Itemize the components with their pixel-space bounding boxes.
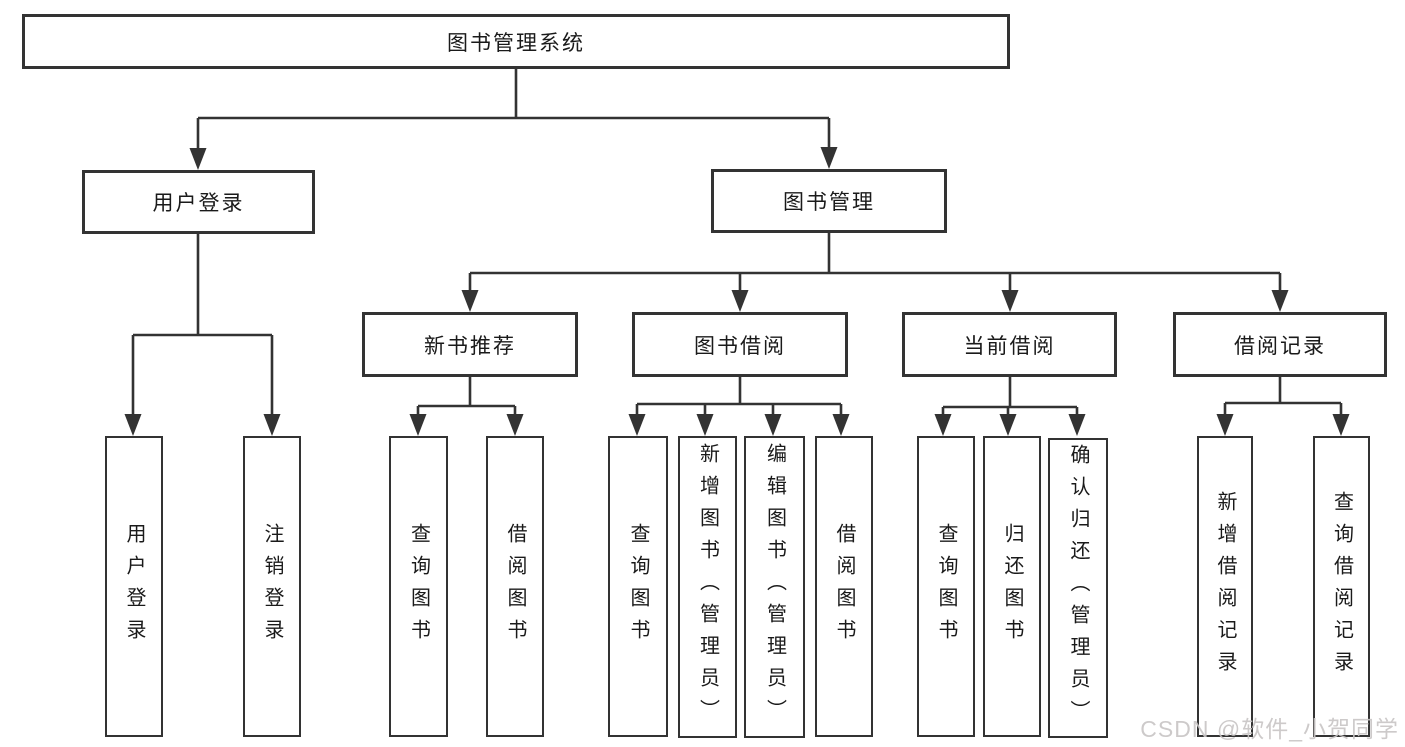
node-book-management: 图书管理 <box>711 169 947 233</box>
csdn-watermark: CSDN @软件_小贺同学 <box>1140 716 1399 742</box>
node-label: 查询借阅记录 <box>1330 490 1353 683</box>
node-label: 当前借阅 <box>963 334 1056 358</box>
node-label: 新书推荐 <box>424 334 516 358</box>
node-label: 借阅记录 <box>1234 334 1326 358</box>
node-label: 查询图书 <box>407 522 430 651</box>
node-current-borrowing: 当前借阅 <box>902 312 1117 377</box>
leaf-add-book-admin: 新增图书（管理员） <box>678 436 737 738</box>
leaf-return-book: 归还图书 <box>983 436 1041 737</box>
node-label: 确认归还（管理员） <box>1067 444 1089 732</box>
leaf-borrow-book: 借阅图书 <box>815 436 873 737</box>
node-label: 图书借阅 <box>694 334 786 358</box>
node-label: 用户登录 <box>152 192 245 215</box>
node-label: 编辑图书（管理员） <box>763 443 786 731</box>
node-label: 图书管理系统 <box>447 31 585 55</box>
leaf-confirm-return-admin: 确认归还（管理员） <box>1048 438 1108 738</box>
node-label: 借阅图书 <box>504 522 526 651</box>
node-user-login: 用户登录 <box>82 170 315 234</box>
node-label: 查询图书 <box>935 522 957 651</box>
leaf-add-borrow-record: 新增借阅记录 <box>1197 436 1253 737</box>
node-label: 查询图书 <box>627 522 649 651</box>
node-label: 新增图书（管理员） <box>696 443 719 731</box>
leaf-borrow-book-recommend: 借阅图书 <box>486 436 544 737</box>
leaf-query-borrow-record: 查询借阅记录 <box>1313 436 1370 737</box>
node-label: 新增借阅记录 <box>1214 490 1236 683</box>
node-book-borrowing: 图书借阅 <box>632 312 848 377</box>
node-label: 用户登录 <box>123 522 145 651</box>
node-label: 图书管理 <box>783 191 875 214</box>
leaf-logout: 注销登录 <box>243 436 301 737</box>
leaf-query-book-recommend: 查询图书 <box>389 436 448 737</box>
node-label: 归还图书 <box>1001 522 1023 651</box>
leaf-edit-book-admin: 编辑图书（管理员） <box>744 436 805 738</box>
node-label: 注销登录 <box>261 522 283 651</box>
node-root-system: 图书管理系统 <box>22 14 1010 69</box>
leaf-query-book-current: 查询图书 <box>917 436 975 737</box>
leaf-query-book-borrowing: 查询图书 <box>608 436 668 737</box>
node-label: 借阅图书 <box>833 522 855 651</box>
node-new-book-recommend: 新书推荐 <box>362 312 578 377</box>
leaf-user-login: 用户登录 <box>105 436 163 737</box>
node-borrowing-records: 借阅记录 <box>1173 312 1387 377</box>
